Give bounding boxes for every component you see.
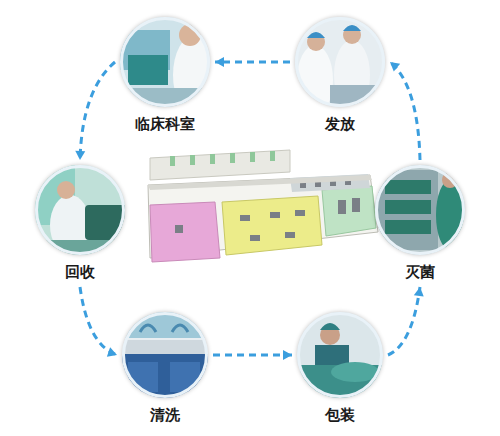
arrowhead [390,62,400,72]
photo-frame [120,17,210,107]
dashed-line [388,287,420,355]
dashed-line [80,287,117,355]
photo-frame [35,165,125,255]
photo-frame [375,165,465,255]
arrowhead [75,151,85,160]
floor-plan [148,150,378,262]
arrowhead [283,350,292,360]
photo-recovery [30,160,130,260]
photo-sterilizing [370,160,470,260]
step-label: 包装 [297,406,383,425]
photo-node: 包装 [297,312,383,425]
step-label: 临床科室 [120,115,210,134]
dashed-line [215,61,290,64]
flow-arrow [213,350,292,360]
flow-arrow [80,287,117,357]
dashed-line [213,354,292,357]
photo-node: 灭菌 [375,165,465,282]
arrowhead [414,287,424,297]
photo-node: 清洗 [122,312,208,425]
photo-clinical [110,10,220,120]
step-label: 清洗 [122,406,208,425]
arrowhead [107,347,117,356]
flow-arrow [388,287,424,355]
dashed-line [390,62,420,160]
flow-arrow [390,62,420,160]
photo-frame [295,17,385,107]
photo-frame [122,312,208,398]
step-label: 发放 [295,115,385,134]
arrowhead [215,57,224,67]
step-label: 灭菌 [375,263,465,282]
flow-arrow [75,62,115,160]
photo-distribution [290,10,400,120]
photo-node: 临床科室 [120,17,210,134]
photo-node: 回收 [35,165,125,282]
flow-arrow [215,57,290,67]
dashed-line [80,62,115,160]
photo-packing [295,310,385,400]
photo-frame [297,312,383,398]
step-label: 回收 [35,263,125,282]
photo-washing [120,310,210,400]
photo-node: 发放 [295,17,385,134]
